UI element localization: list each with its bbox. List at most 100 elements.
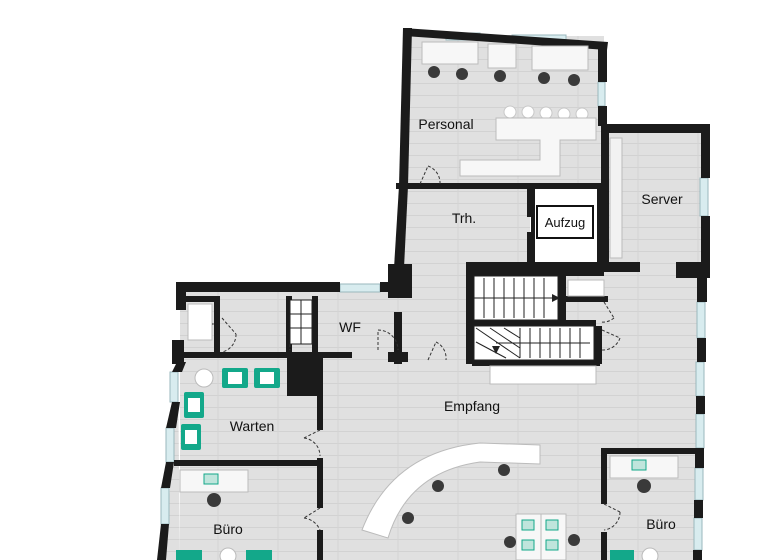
wall-upper-mid-bottom (467, 262, 604, 276)
wall-left-outer-top (172, 362, 186, 372)
wall-wf-bottom (180, 352, 288, 358)
wall-wf-top (176, 282, 340, 292)
wall-right-outer-2 (697, 338, 706, 362)
armchair-cushions-warten (185, 372, 274, 444)
plant-buero-right (641, 547, 659, 560)
chair-buero-left (207, 493, 221, 507)
floor-trh (400, 186, 530, 266)
desk-personal-2 (487, 43, 517, 69)
wall-personal-right-a (598, 46, 607, 82)
wall-stair-bottom (472, 360, 600, 366)
door-warten (303, 429, 321, 457)
window-right-2 (695, 361, 705, 397)
room-label-server: Server (641, 191, 683, 207)
stair-lower-arrow (492, 346, 500, 354)
elevator: Aufzug (535, 192, 597, 262)
window-left-1 (169, 371, 179, 403)
chairs-personal (428, 66, 580, 86)
room-label-buero-right: Büro (646, 516, 676, 532)
furniture (176, 41, 679, 560)
stair-upper-arrow (552, 294, 560, 302)
wall-personal-left (399, 28, 412, 186)
floor-areas (165, 36, 706, 560)
wall-left-outer-a (166, 402, 180, 428)
wall-elevator-left (531, 189, 535, 262)
door-buero-left (303, 507, 321, 531)
plant-warten (194, 368, 214, 388)
stair-lower-treads (475, 327, 590, 359)
wall-stair-right-box (564, 296, 608, 302)
wall-personal-top (403, 28, 608, 50)
door-buero-right (603, 503, 621, 531)
wall-warten-bottom (174, 460, 322, 466)
room-label-warten: Warten (230, 418, 275, 434)
wall-personal-right-b (598, 106, 607, 126)
window-right-5 (693, 517, 703, 551)
desk-personal-1 (421, 41, 479, 65)
wall-trh-right-b (527, 232, 532, 262)
plant-buero-left (219, 547, 237, 560)
wall-stair-left (466, 262, 474, 364)
window-wf (339, 283, 381, 293)
server-rack (609, 137, 623, 259)
door-stair (427, 341, 447, 361)
bench-stair (489, 365, 597, 385)
wall-right-outer-5 (694, 500, 703, 518)
door-wf (377, 329, 399, 351)
wall-buero-right-left (601, 448, 607, 504)
door-server (599, 301, 615, 323)
wall-upper-corner-block (388, 264, 412, 298)
door-stair-right (601, 329, 621, 351)
wall-trh-right (527, 189, 532, 217)
wall-right-outer-6 (693, 550, 702, 560)
monitors-center (521, 519, 559, 551)
wall-wf-right-cap (388, 352, 408, 362)
wall-server-bottom-a (604, 262, 640, 272)
wall-right-outer-4 (695, 448, 704, 468)
closet-wf (187, 303, 213, 341)
door-wf-closet (221, 317, 237, 353)
stair-upper-treads (474, 278, 558, 318)
wall-stair-mid (472, 320, 596, 326)
cabinet-corridor (567, 279, 605, 297)
wall-wf-closet-right (214, 296, 220, 356)
wall-left-outer-b (161, 462, 174, 488)
elevator-box (536, 205, 594, 239)
wall-elevator-right (597, 189, 603, 265)
wall-warten-right (317, 396, 323, 430)
wall-trh-left (394, 186, 408, 268)
window-personal-right (597, 81, 606, 107)
chairs-reception (402, 464, 510, 524)
stairs (206, 275, 595, 361)
round-chairs-personal (503, 105, 589, 121)
wall-buero-left-right-b (317, 530, 323, 560)
wall-right-outer-3 (696, 396, 705, 414)
room-label-trh: Trh. (452, 210, 476, 226)
window-right-3 (695, 413, 705, 449)
table-personal (459, 117, 597, 177)
wall-buero-right-left-b (601, 532, 607, 560)
wall-buero-right-top (602, 448, 698, 454)
wall-server-top (604, 124, 710, 133)
chairs-center (504, 534, 580, 548)
wall-stair-right (558, 274, 566, 324)
window-left-2 (165, 427, 175, 463)
room-label-aufzug: Aufzug (545, 215, 585, 230)
room-label-personal: Personal (418, 116, 473, 132)
monitor-buero-right (631, 459, 647, 471)
walls (157, 28, 710, 560)
wall-wf-left-top (176, 282, 186, 310)
room-label-buero-left: Büro (213, 521, 243, 537)
chair-buero-right (637, 479, 651, 493)
monitor-buero-left (203, 473, 219, 485)
window-left-3 (160, 487, 170, 525)
wall-personal-bottom (404, 183, 604, 189)
door-personal (419, 165, 441, 185)
window-server (699, 177, 709, 217)
wall-stair-right-lower (594, 326, 602, 364)
wall-buero-left-right (317, 458, 323, 508)
wall-column (287, 352, 323, 396)
wall-left-outer-c (157, 524, 169, 560)
room-labels: Personal Server Trh. WF Empfang Warten B… (213, 116, 683, 537)
room-label-empfang: Empfang (444, 398, 500, 414)
